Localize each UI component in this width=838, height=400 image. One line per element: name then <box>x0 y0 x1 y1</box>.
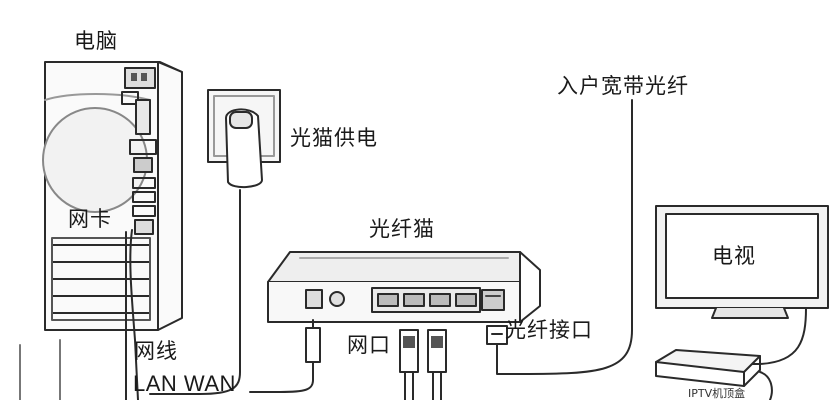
label-modem-power: 光猫供电 <box>290 126 378 150</box>
television-icon <box>655 205 829 365</box>
label-network-cable: 网线 <box>134 339 178 363</box>
label-lan-port: 网口 <box>347 333 391 357</box>
label-set-top-box: IPTV机顶盒 <box>688 387 746 400</box>
optical-modem-icon <box>267 251 541 323</box>
label-network-card: 网卡 <box>68 207 112 231</box>
computer-tower-icon <box>42 61 183 400</box>
label-lan-wan: LAN WAN <box>133 371 236 396</box>
ethernet-plug-icon <box>249 319 447 400</box>
power-adapter-icon <box>149 89 281 395</box>
label-optical-modem: 光纤猫 <box>369 217 435 241</box>
label-computer: 电脑 <box>74 29 118 53</box>
label-tv: 电视 <box>712 244 756 268</box>
set-top-box-icon <box>655 349 773 400</box>
label-fiber-incoming: 入户宽带光纤 <box>557 74 689 98</box>
label-fiber-port: 光纤接口 <box>505 318 593 342</box>
